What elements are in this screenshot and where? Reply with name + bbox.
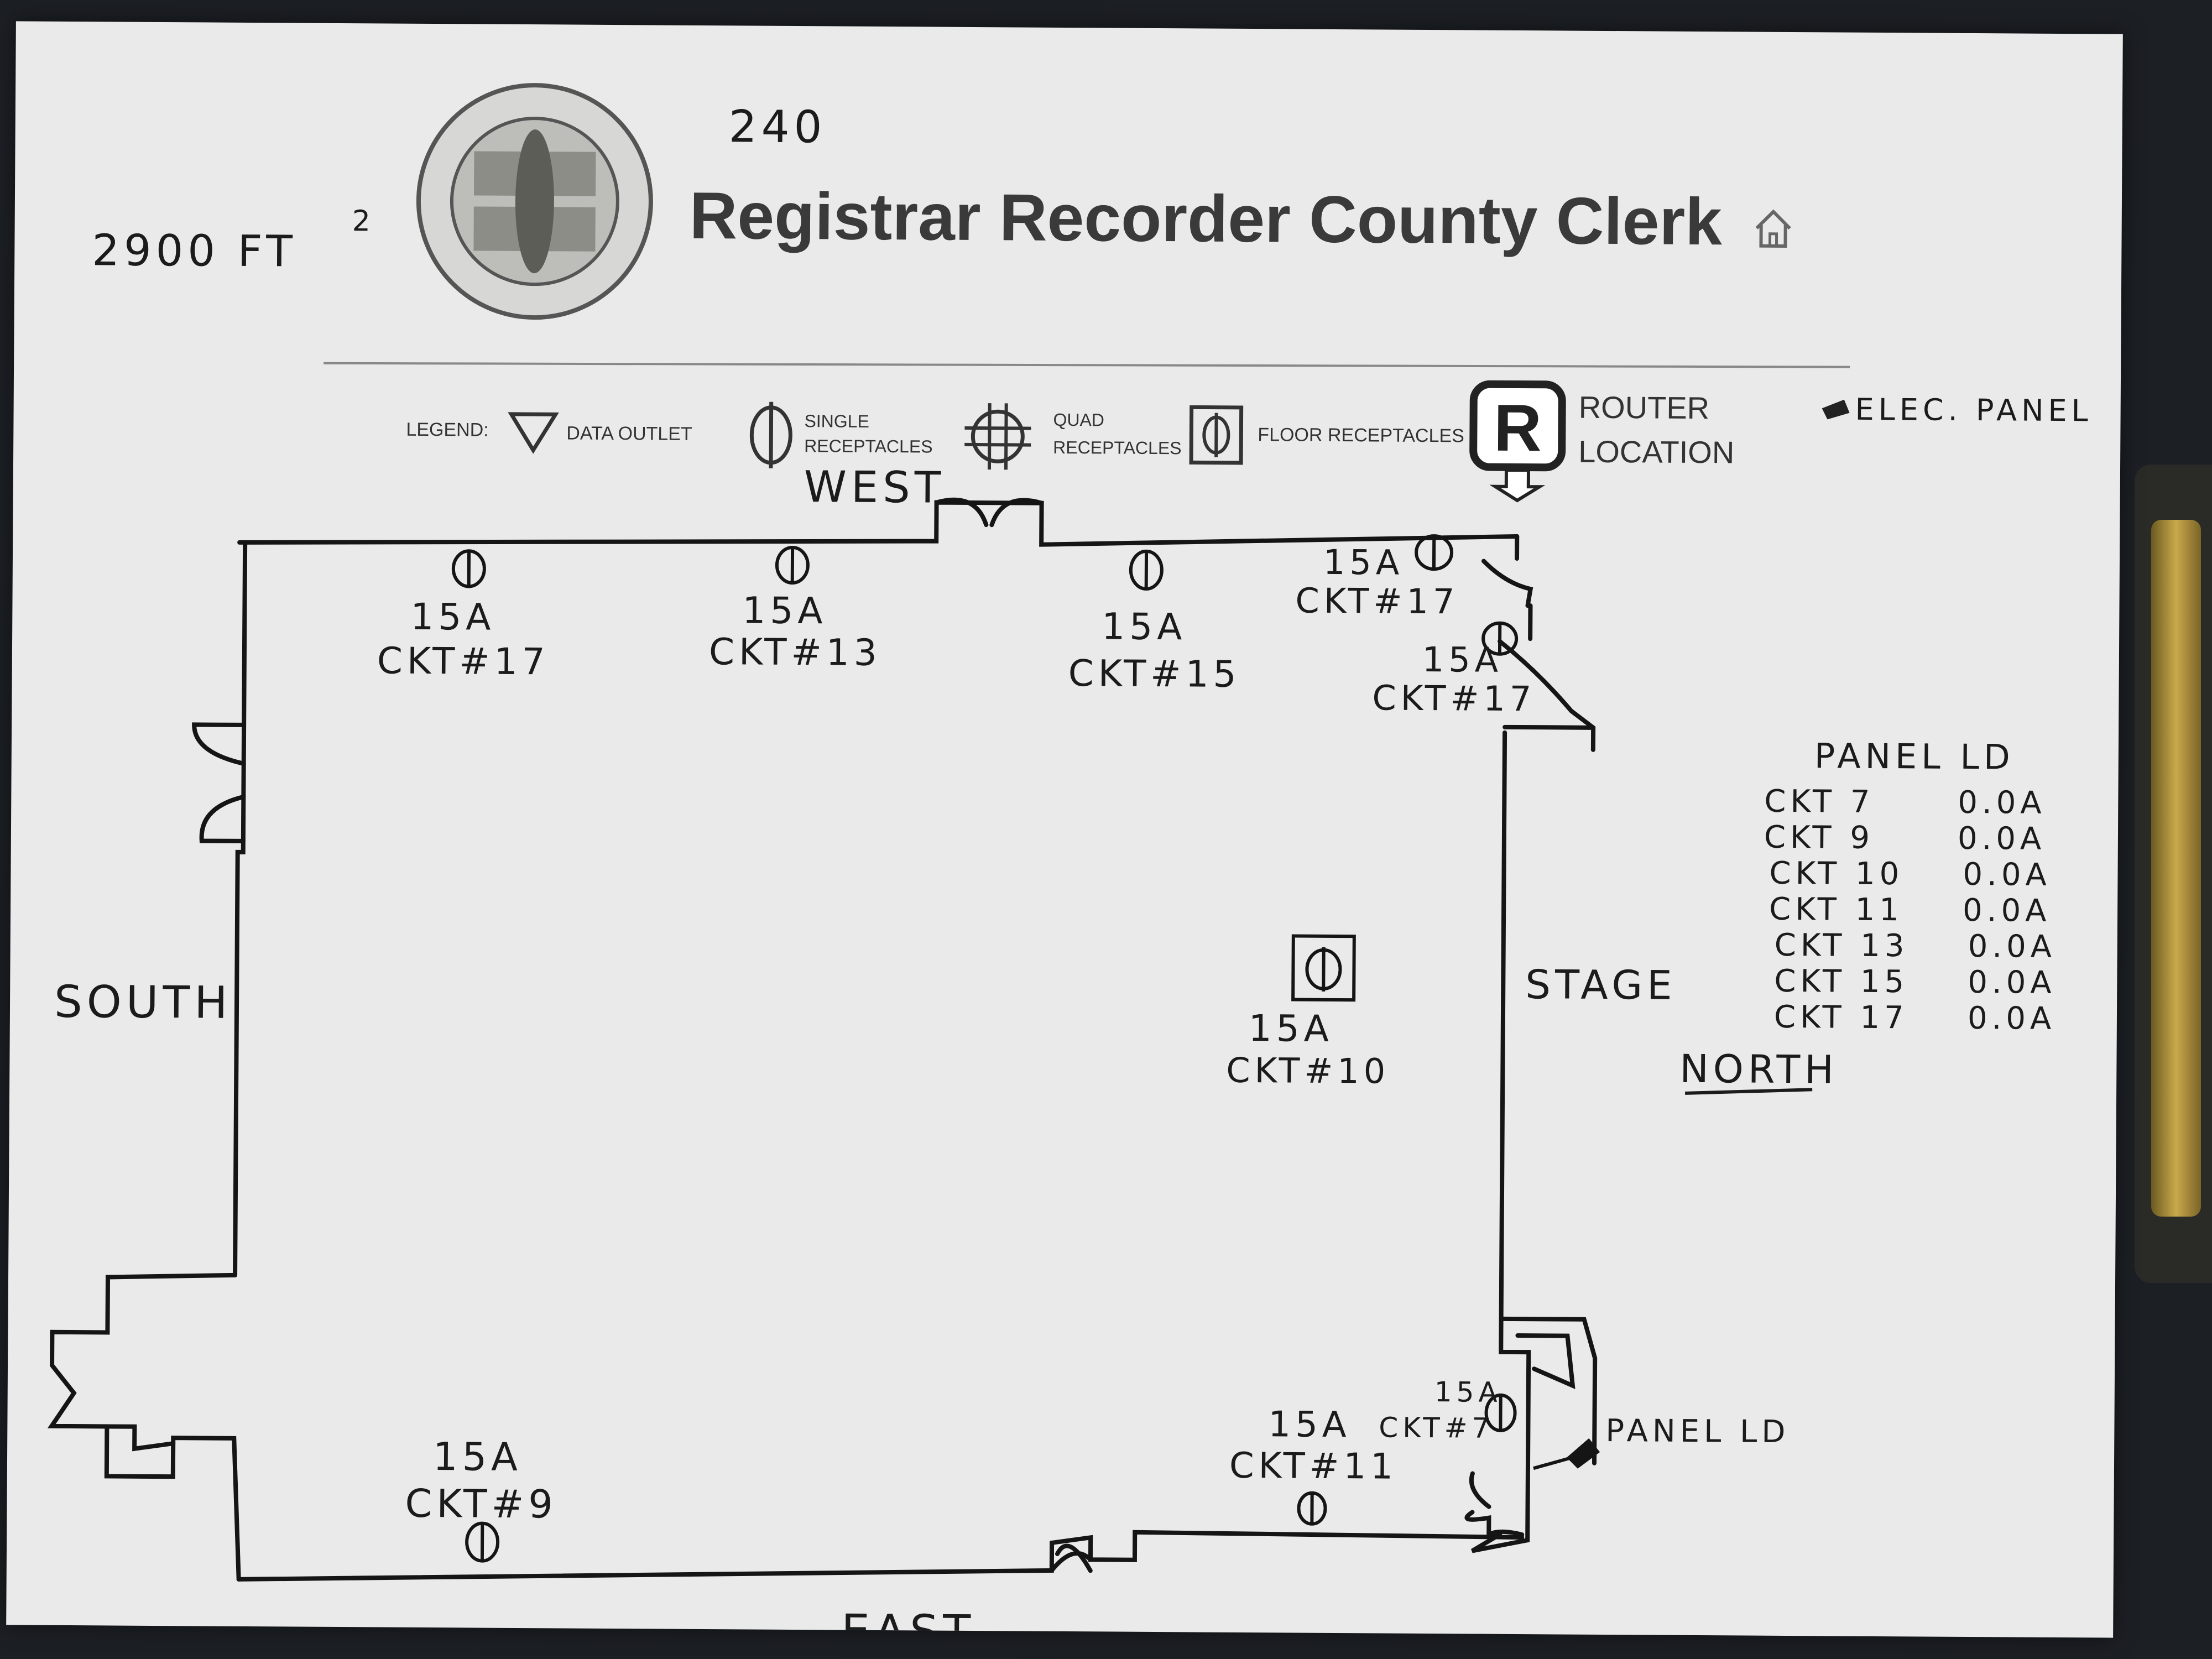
floor-receptacle-icon [1189,405,1244,465]
outlet-amp: 15A [1268,1404,1351,1446]
west-wall [237,500,1520,547]
single-receptacle-icon [465,1521,500,1563]
west-door [934,497,1044,528]
county-seal [416,83,653,320]
quad-receptacle-icon [964,403,1031,470]
panel-row-ckt: CKT 10 [1769,855,1903,892]
router-arrow-icon [1489,468,1546,503]
single-receptacle-icon [451,549,486,588]
se-step [105,1424,176,1452]
outlet-ckt: CKT#13 [709,630,881,674]
ne-steps [1499,1316,1598,1465]
legend-label: LEGEND: [406,419,488,441]
router-icon: R [1469,380,1566,503]
panel-leader-line [1533,1455,1573,1470]
panel-row-load: 0.0A [1968,928,2057,965]
legend-single-2: RECEPTACLES [804,436,933,456]
floor-plan-sheet: Registrar Recorder County Clerk 2900 FT … [6,21,2123,1638]
single-receptacle-icon [749,401,792,468]
legend-quad-1: QUAD [1053,410,1104,430]
panel-load-table: PANEL LD CKT 7 0.0A CKT 9 0.0A CKT 10 0.… [1764,735,2057,1037]
single-receptacle-icon [1129,549,1164,591]
east-wall [236,1530,1525,1582]
home-icon [1755,209,1791,248]
label-north: NORTH [1679,1046,1838,1093]
outlet-amp: 15A [1422,639,1503,680]
elec-panel-icon [1822,399,1850,420]
area-exponent: 2 [352,205,375,238]
legend-quad-2: RECEPTACLES [1053,437,1182,458]
outlet-ckt: CKT#11 [1229,1446,1397,1488]
outlet-ckt: CKT#7 [1379,1411,1494,1444]
panel-row-ckt: CKT 17 [1774,999,1908,1036]
legend-router-1: ROUTER [1578,390,1709,425]
legend-data-outlet: DATA OUTLET [566,422,692,444]
single-receptacle-icon [1481,621,1519,656]
panel-row-ckt: CKT 13 [1775,927,1909,964]
nw-door [1481,534,1533,608]
outlet-labels: 15A CKT#17 15A CKT#13 15A CKT#15 15A CKT… [377,542,1536,1527]
panel-row-ckt: CKT 9 [1764,820,1875,856]
label-stage: STAGE [1525,961,1677,1009]
outlet-amp: 15A [410,596,495,639]
single-receptacle-icon [1415,534,1454,571]
room-walls [47,497,1598,1582]
panel-row-ckt: CKT 7 [1764,784,1875,820]
legend-floor: FLOOR RECEPTACLES [1258,424,1464,446]
single-receptacle-icon [1297,1491,1327,1526]
area-note: 2900 FT [92,226,297,276]
outlet-ckt: CKT#17 [377,639,550,683]
outlet-amp: 15A [742,589,827,632]
outlet-ckt: CKT#10 [1226,1050,1390,1092]
single-receptacle-icon [775,545,810,585]
panel-row-load: 0.0A [1963,857,2051,893]
outlet-ckt: CKT#17 [1295,581,1459,622]
panel-row-ckt: CKT 15 [1774,963,1908,1000]
legend-router-2: LOCATION [1578,434,1734,470]
label-east: EAST [841,1605,975,1638]
floor-receptacle-icon [1291,934,1356,1002]
panel-row-load: 0.0A [1968,964,2056,1001]
outlet-amp: 15A [1102,605,1187,648]
single-receptacle-icon [1484,1393,1517,1432]
floor-plan-drawing: Registrar Recorder County Clerk 2900 FT … [47,83,2093,1638]
north-underline [1685,1088,1813,1095]
panel-row-load: 0.0A [1968,1000,2056,1037]
router-symbol: R [1494,391,1542,466]
ne-door [1464,1471,1525,1538]
panel-row-ckt: CKT 11 [1769,891,1903,928]
outlet-amp: 15A [433,1434,522,1480]
label-south: SOUTH [54,976,232,1029]
south-door [192,722,247,843]
binder-ring [2151,520,2201,1217]
page-title: Registrar Recorder County Clerk [689,179,1722,259]
east-door [1049,1543,1093,1573]
stage-stair [1498,603,1596,752]
outlet-ckt: CKT#9 [405,1481,557,1527]
header-divider [324,362,1850,368]
outlet-ckt: CKT#15 [1068,652,1240,696]
data-outlet-icon [508,412,559,454]
outlet-amp: 15A [1434,1376,1502,1408]
outlet-amp: 15A [1323,542,1404,583]
panel-row-load: 0.0A [1958,785,2046,821]
outlet-ckt: CKT#17 [1372,677,1536,719]
room-number: 240 [728,101,826,153]
panel-ld-label: PANEL LD [1605,1413,1790,1450]
legend-single-1: SINGLE [804,411,869,431]
legend-elec-panel: ELEC. PANEL [1855,392,2092,429]
panel-row-load: 0.0A [1958,821,2046,857]
outlet-amp: 15A [1249,1007,1334,1050]
panel-row-load: 0.0A [1963,893,2051,929]
elec-panel-icon [1567,1438,1600,1469]
legend: LEGEND: DATA OUTLET SINGLE RECEPTACLES Q… [406,380,2093,503]
se-corner [47,1272,241,1582]
label-west: WEST [804,462,945,513]
receptacle-symbols [451,534,1519,1563]
panel-table-header: PANEL LD [1814,735,2015,777]
south-wall [233,540,248,1277]
